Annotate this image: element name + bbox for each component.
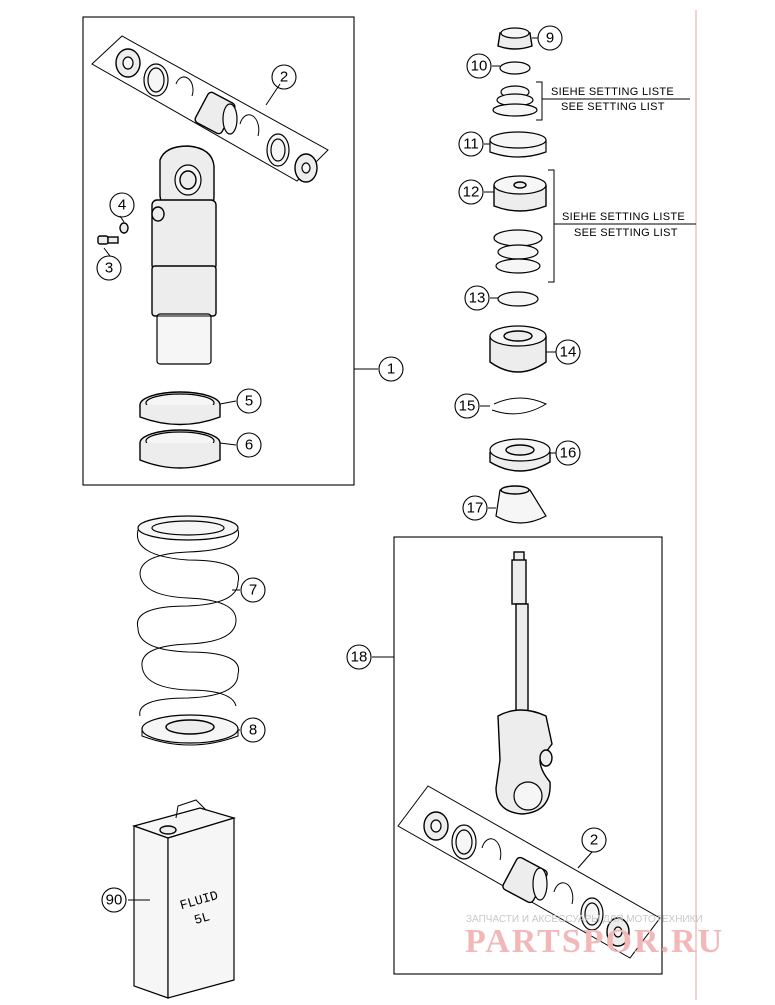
callout-7: 7	[240, 577, 266, 603]
svg-text:15: 15	[459, 398, 476, 415]
svg-text:16: 16	[560, 445, 577, 462]
svg-text:11: 11	[463, 136, 479, 153]
watermark-brand: PARTSPOR.RU	[465, 923, 724, 960]
piston-rod-part	[495, 551, 553, 815]
svg-text:5: 5	[245, 393, 253, 410]
callout-5: 5	[236, 388, 262, 414]
circlip-15	[491, 397, 548, 415]
callout-9: 9	[537, 25, 563, 51]
shock-absorber-body	[151, 145, 217, 365]
setting-note-en-1: SEE SETTING LIST	[561, 101, 665, 113]
shim-stack-1	[492, 85, 538, 117]
assembly-1-frame	[82, 16, 355, 486]
callout-12: 12	[458, 179, 484, 205]
svg-text:18: 18	[351, 649, 368, 666]
callout-3: 3	[96, 255, 122, 281]
svg-text:2: 2	[590, 832, 598, 849]
callout-2: 2	[271, 64, 297, 90]
nut-9	[497, 27, 533, 50]
can-label-volume: 5L	[192, 909, 211, 928]
svg-text:8: 8	[249, 722, 257, 739]
setting-note-de-1: SIEHE SETTING LISTE	[551, 86, 674, 98]
callout-13: 13	[464, 285, 490, 311]
callout-8: 8	[240, 717, 266, 743]
svg-text:3: 3	[105, 260, 113, 277]
callout-4: 4	[109, 192, 135, 218]
svg-text:90: 90	[106, 892, 123, 909]
svg-text:14: 14	[560, 344, 577, 361]
spring-part	[136, 515, 240, 717]
lock-nut-6	[139, 429, 221, 469]
setting-note-en-2: SEE SETTING LIST	[574, 227, 678, 239]
callout-16: 16	[555, 440, 581, 466]
svg-text:1: 1	[387, 361, 395, 378]
spring-seat-part	[141, 714, 239, 746]
callout-90: 90	[101, 887, 127, 913]
callout-1: 1	[378, 356, 404, 382]
svg-text:6: 6	[245, 437, 253, 454]
shim-stack-2	[493, 229, 543, 274]
watermark-tagline: ЗАПЧАСТИ И АКСЕССУАРЫ ДЛЯ МОТОТЕХНИКИ	[466, 914, 703, 925]
callout-10: 10	[466, 53, 492, 79]
svg-text:17: 17	[467, 500, 484, 517]
callout-17: 17	[462, 495, 488, 521]
callout-6: 6	[236, 432, 262, 458]
washer-13	[497, 291, 539, 307]
bump-cap-17	[495, 485, 547, 524]
callout-14: 14	[555, 339, 581, 365]
seal-kit-top	[91, 35, 329, 183]
fluid-can	[131, 799, 237, 999]
washer-part	[119, 222, 129, 234]
seal-head-16	[489, 438, 551, 472]
svg-text:9: 9	[546, 30, 554, 47]
rebound-body-14	[489, 325, 547, 373]
bolt-part	[97, 235, 119, 245]
callout-11: 11	[458, 131, 484, 157]
washer-10	[499, 61, 531, 75]
svg-text:13: 13	[469, 290, 486, 307]
guide-ring-11	[489, 131, 547, 158]
callout-2-bottom: 2	[581, 827, 607, 853]
adjusting-nut-5	[139, 391, 221, 426]
svg-text:2: 2	[280, 69, 288, 86]
callout-15: 15	[454, 393, 480, 419]
piston-12	[493, 175, 547, 212]
assembly-18-frame	[393, 536, 663, 975]
svg-text:4: 4	[118, 197, 126, 214]
setting-note-de-2: SIEHE SETTING LISTE	[562, 211, 685, 223]
svg-text:7: 7	[249, 582, 257, 599]
svg-text:12: 12	[463, 184, 480, 201]
seal-kit-bottom	[397, 785, 661, 959]
callout-18: 18	[346, 644, 372, 670]
svg-text:10: 10	[471, 58, 488, 75]
